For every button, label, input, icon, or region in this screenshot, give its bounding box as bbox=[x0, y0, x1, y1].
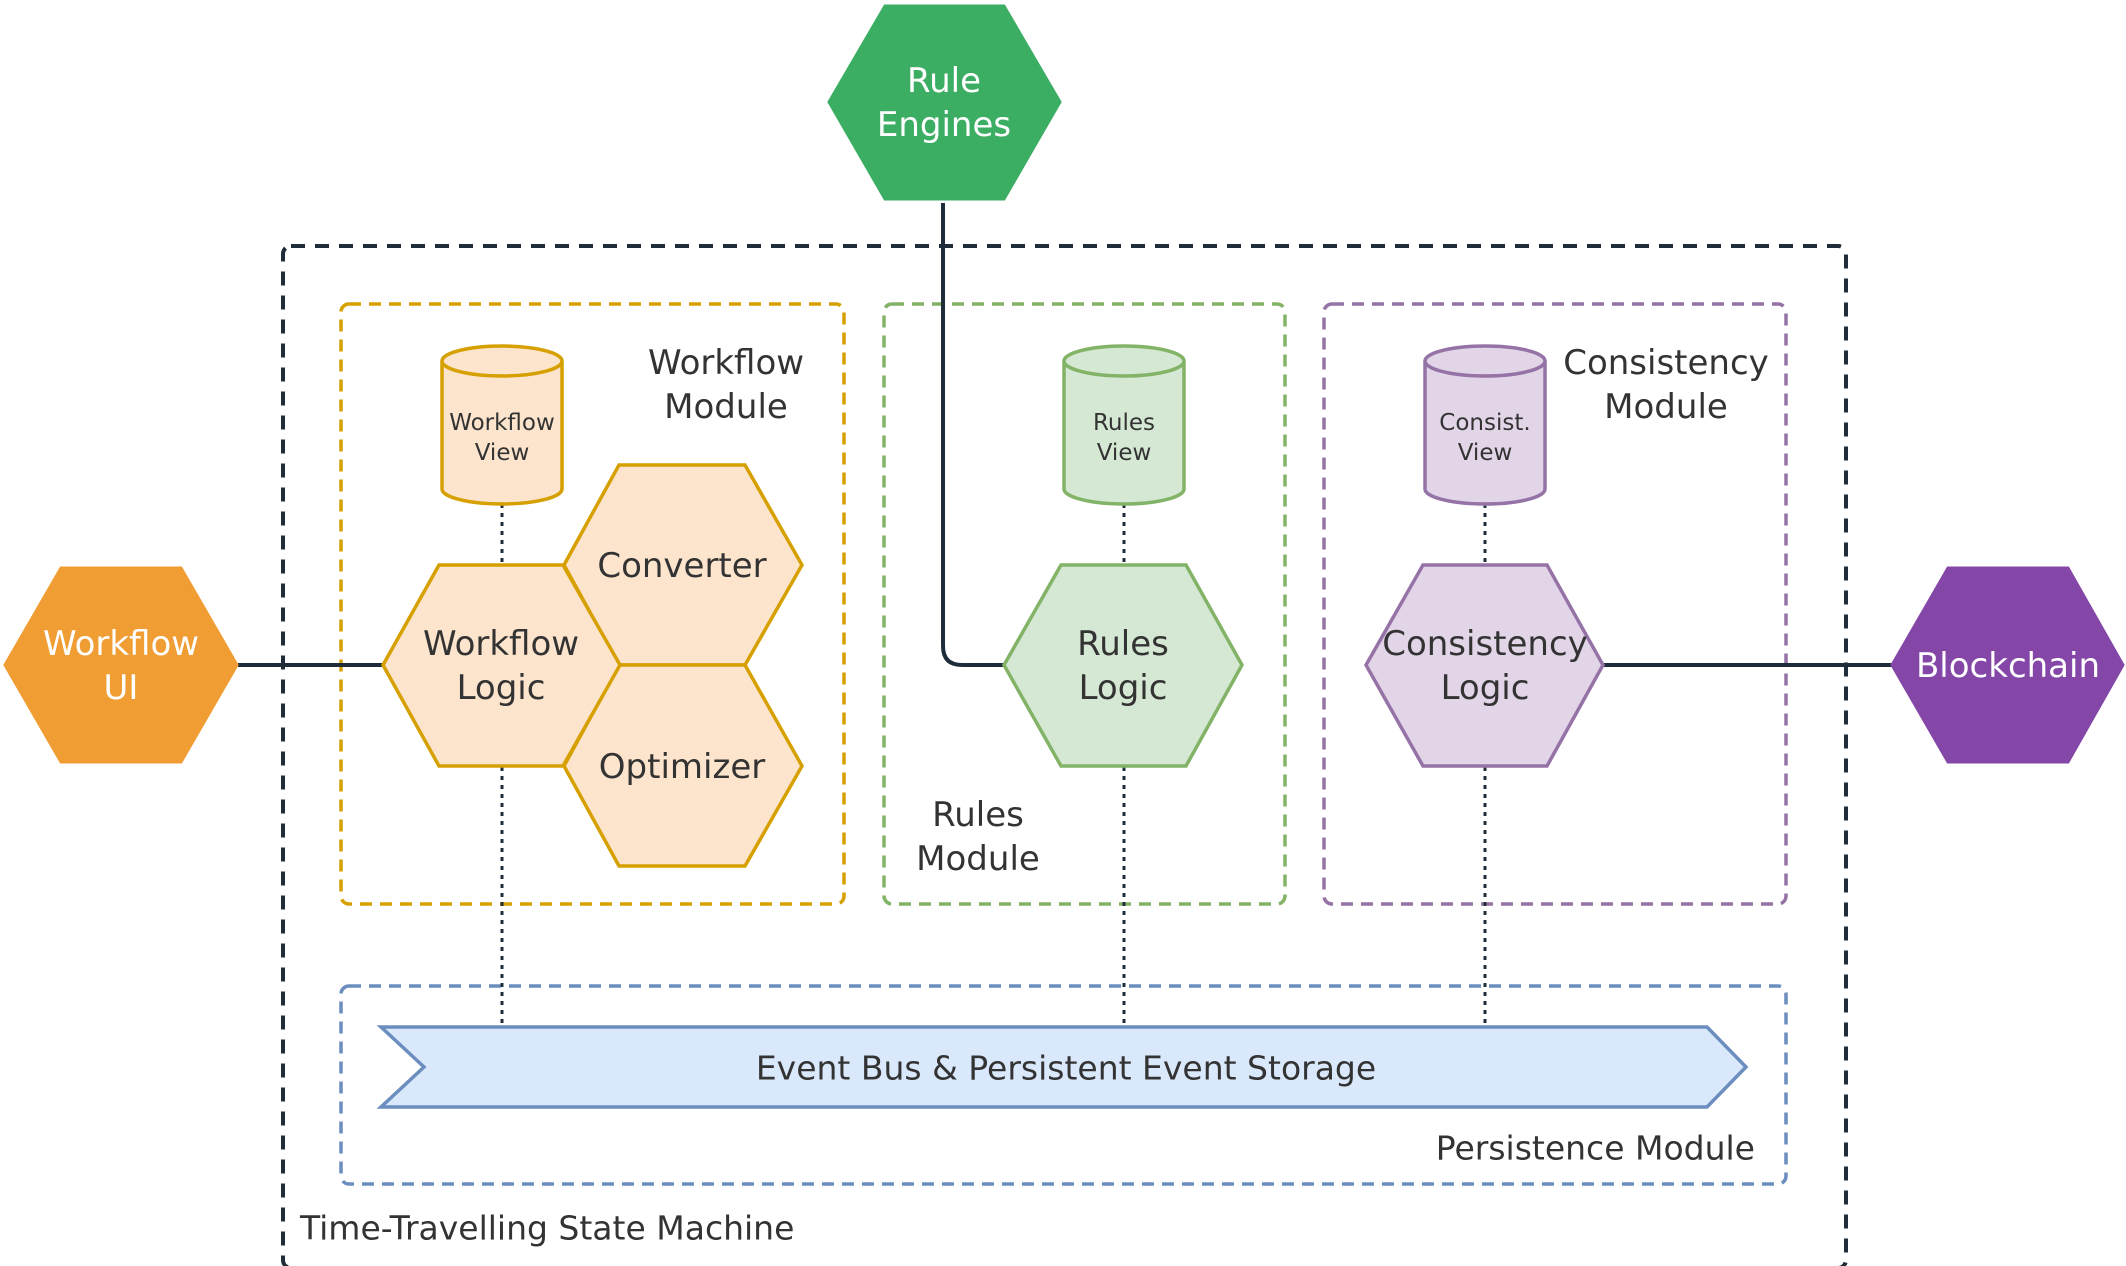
converter-label-line: Converter bbox=[597, 546, 766, 586]
workflow-ui-label-line: Workflow bbox=[43, 624, 199, 664]
persistence-module-frame bbox=[339, 984, 1788, 1186]
consistency-module-frame bbox=[1322, 302, 1788, 906]
event-bus-label-line: Event Bus & Persistent Event Storage bbox=[756, 1049, 1376, 1088]
rule-engines-hexagon bbox=[827, 4, 1062, 201]
consistency-module-label-line: Module bbox=[1604, 387, 1728, 427]
state-machine-frame bbox=[281, 244, 1848, 1266]
blockchain-label: Blockchain bbox=[1916, 646, 2100, 686]
workflow-logic-label-line: Logic bbox=[457, 668, 546, 708]
rules-logic-label-line: Rules bbox=[1077, 624, 1169, 664]
workflow-module-label-line: Workflow bbox=[648, 343, 804, 383]
consistency-view-label-line: View bbox=[1458, 440, 1513, 466]
workflow-view-database bbox=[440, 344, 564, 506]
blockchain-label-line: Blockchain bbox=[1916, 646, 2100, 686]
event-bus-label: Event Bus & Persistent Event Storage bbox=[756, 1049, 1376, 1088]
workflow-view-label-line: Workflow bbox=[449, 410, 555, 436]
consistency-module-label-line: Consistency bbox=[1563, 343, 1769, 383]
connector-rule-engines-to-rules-logic bbox=[941, 203, 1006, 667]
workflow-view-label-line: View bbox=[475, 440, 530, 466]
consistency-view-label-line: Consist. bbox=[1439, 410, 1530, 436]
workflow-module-label-line: Module bbox=[664, 387, 788, 427]
consistency-logic-label-line: Logic bbox=[1441, 668, 1530, 708]
rules-view-label-line: View bbox=[1097, 440, 1152, 466]
workflow-logic-hexagon bbox=[380, 563, 623, 768]
blockchain-hexagon bbox=[1890, 566, 2125, 764]
optimizer-label-line: Optimizer bbox=[599, 747, 765, 787]
workflow-logic-label-line: Workflow bbox=[423, 624, 579, 664]
rules-module-label-line: Module bbox=[916, 839, 1040, 879]
persistence-module-label-line: Persistence Module bbox=[1436, 1129, 1755, 1168]
rules-view-label-line: Rules bbox=[1093, 410, 1155, 436]
state-machine-label-line: Time-Travelling State Machine bbox=[299, 1209, 794, 1248]
consistency-logic-hexagon bbox=[1363, 563, 1606, 768]
consistency-logic-label-line: Consistency bbox=[1382, 624, 1588, 664]
workflow-ui-label-line: UI bbox=[104, 668, 139, 708]
state-machine-label: Time-Travelling State Machine bbox=[299, 1209, 794, 1248]
consistency-view-database bbox=[1423, 344, 1547, 506]
consistency-view-label: Consist. View bbox=[1439, 410, 1530, 466]
rules-view-database bbox=[1062, 344, 1186, 506]
event-bus-arrow bbox=[376, 1025, 1749, 1109]
rules-logic-hexagon bbox=[1001, 563, 1245, 768]
rules-logic-label-line: Logic bbox=[1079, 668, 1168, 708]
optimizer-label: Optimizer bbox=[599, 747, 765, 787]
rules-module-label-line: Rules bbox=[932, 795, 1024, 835]
rule-engines-label-line: Engines bbox=[877, 105, 1011, 145]
rule-engines-label-line: Rule bbox=[907, 61, 981, 101]
rules-module-frame bbox=[882, 302, 1287, 906]
persistence-module-label: Persistence Module bbox=[1436, 1129, 1755, 1168]
workflow-ui-hexagon bbox=[3, 566, 239, 764]
workflow-module-frame bbox=[339, 302, 846, 906]
converter-label: Converter bbox=[597, 546, 766, 586]
